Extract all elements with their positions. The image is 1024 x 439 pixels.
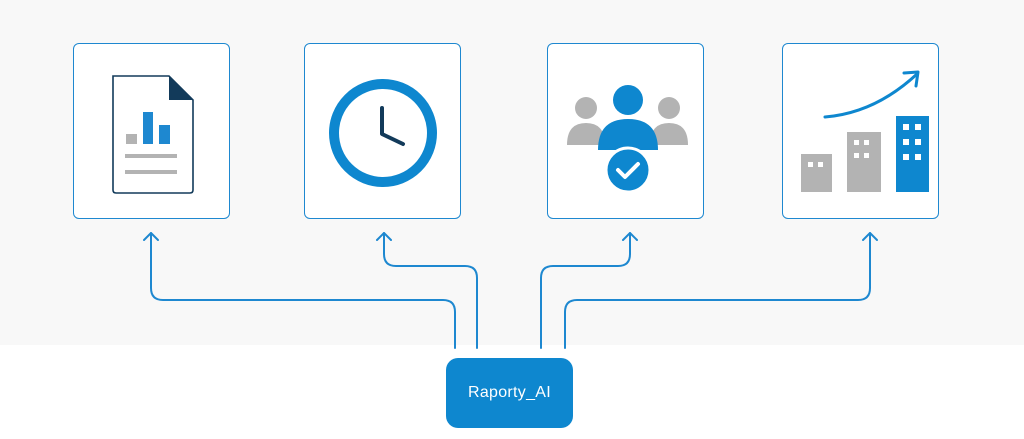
arrowhead-2 [376, 232, 392, 241]
connector-to-card-3 [540, 232, 631, 349]
card-team-approval [547, 43, 704, 219]
clock-icon [329, 79, 437, 187]
hub-node[interactable]: Raporty_AI [446, 358, 573, 428]
card-clock [304, 43, 461, 219]
arrowhead-1 [143, 232, 159, 241]
growth-buildings-icon [801, 70, 929, 192]
team-approval-icon [567, 85, 688, 194]
card-report [73, 43, 230, 219]
arrowhead-4 [862, 232, 878, 241]
report-document-icon [112, 75, 194, 194]
hub-label: Raporty_AI [467, 384, 552, 401]
connector-to-card-2 [383, 232, 478, 349]
connector-to-card-4 [564, 232, 871, 349]
connector-to-card-1 [150, 232, 456, 349]
arrowhead-3 [622, 232, 638, 241]
card-growth [782, 43, 939, 219]
